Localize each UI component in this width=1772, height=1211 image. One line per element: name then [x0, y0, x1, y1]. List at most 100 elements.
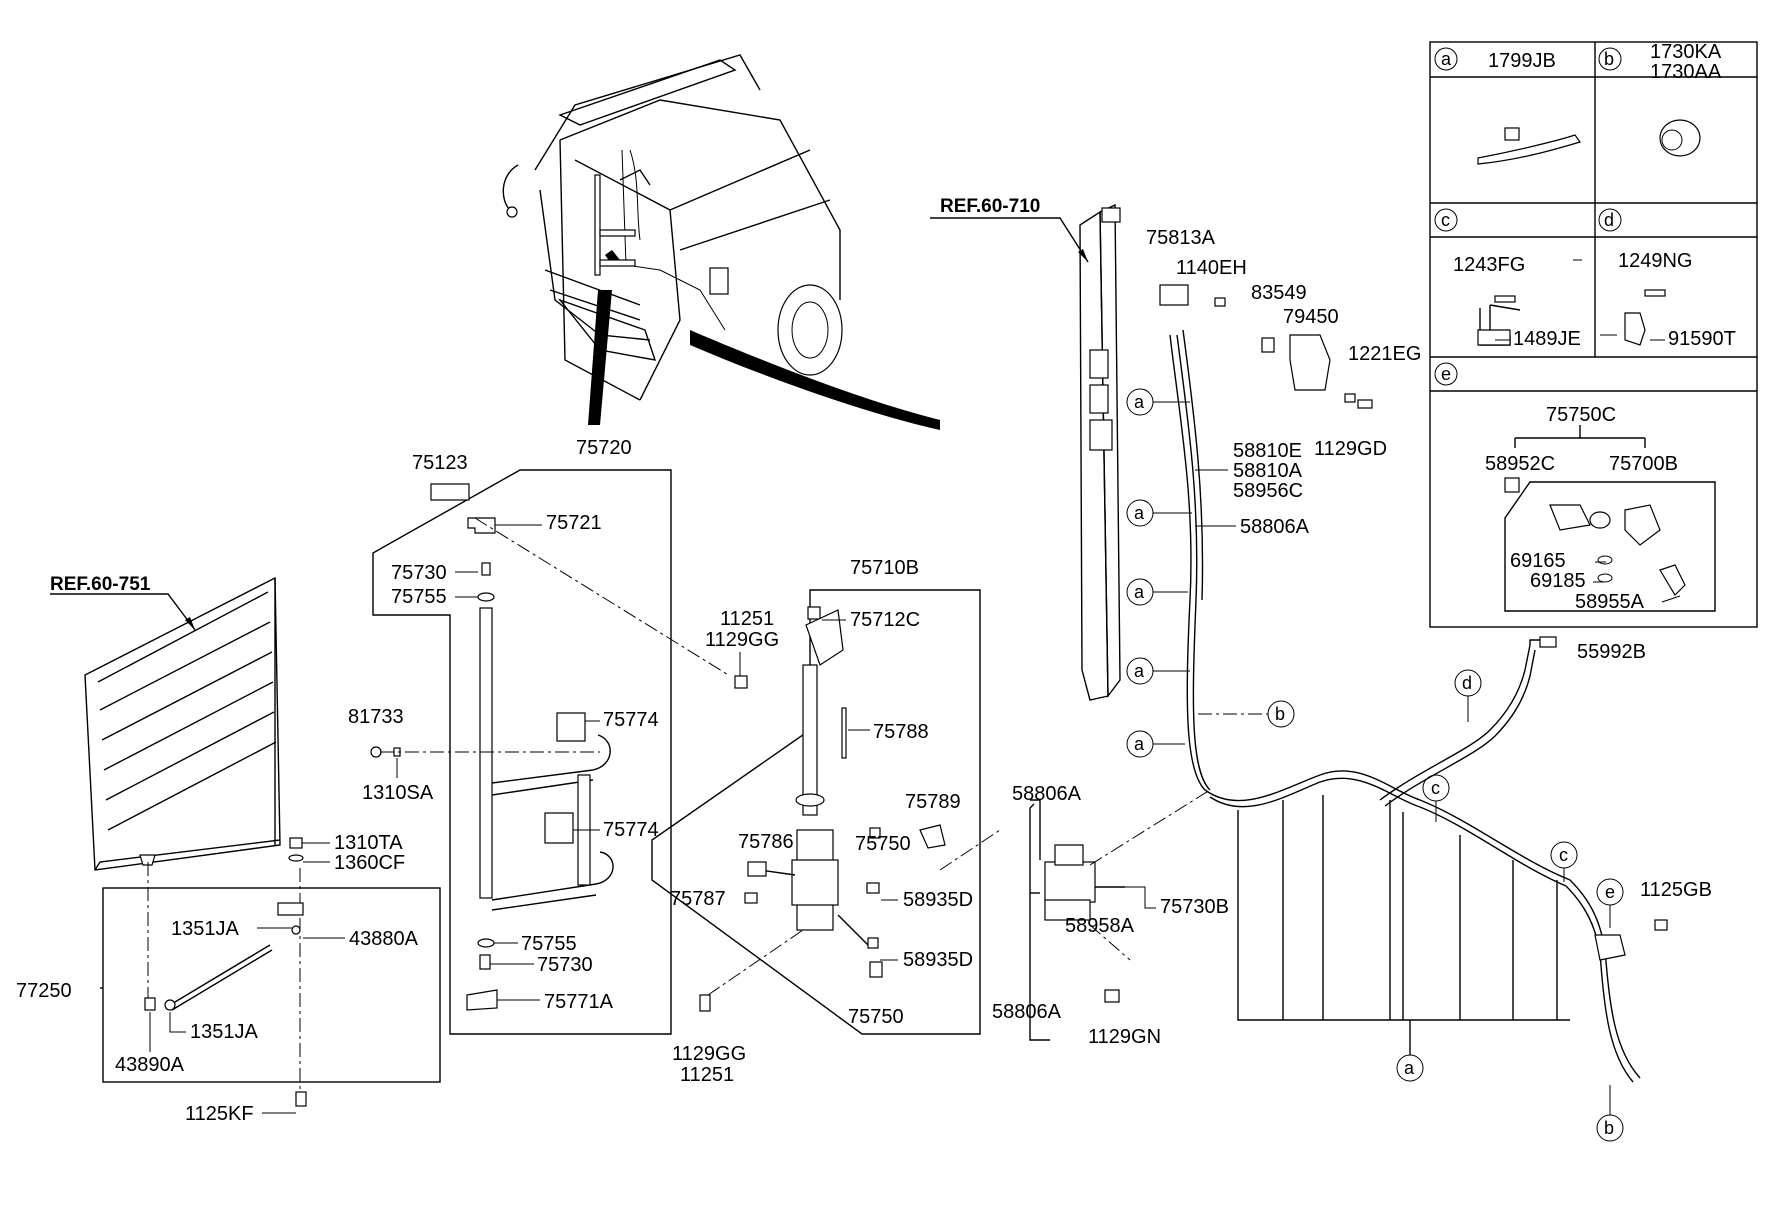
actuator-box — [651, 589, 981, 1035]
label-58806A-bottom: 58806A — [992, 1001, 1062, 1023]
label-75774-lower: 75774 — [603, 819, 659, 841]
ref-60-710: REF.60-710 — [940, 196, 1040, 217]
label-43880A: 43880A — [349, 928, 419, 950]
label-77250: 77250 — [16, 980, 72, 1002]
label-43890A: 43890A — [115, 1054, 185, 1076]
label-1310SA: 1310SA — [362, 782, 434, 804]
part-58955A: 58955A — [1575, 591, 1645, 613]
label-75730-bottom: 75730 — [537, 954, 593, 976]
ref-751-arrow — [185, 617, 195, 630]
label-75755-top: 75755 — [391, 586, 447, 608]
label-81733: 81733 — [348, 706, 404, 728]
part-58952C: 58952C — [1485, 453, 1555, 475]
part-1799JB: 1799JB — [1488, 50, 1556, 72]
label-79450: 79450 — [1283, 306, 1339, 328]
label-75771A: 75771A — [544, 991, 614, 1013]
label-1125GB: 1125GB — [1640, 879, 1712, 901]
label-75730-top: 75730 — [391, 562, 447, 584]
label-1140EH: 1140EH — [1176, 257, 1247, 279]
label-58810E: 58810E — [1233, 440, 1302, 462]
label-75712C: 75712C — [850, 609, 920, 631]
inset-leaders — [1495, 259, 1681, 603]
inset-labels: a 1799JB b 1730KA 1730AA c 1243FG 1489JE… — [1434, 41, 1736, 613]
leader-1351JA-bottom — [169, 1012, 186, 1033]
inset-circle-a — [1434, 47, 1458, 71]
inset-circle-b — [1598, 47, 1622, 71]
callout-a-6-text: a — [1404, 1058, 1415, 1078]
linkage-box — [100, 837, 441, 1107]
callout-b-1-text: b — [1275, 704, 1285, 724]
label-1310TA: 1310TA — [334, 832, 403, 854]
inset-letter-d: d — [1604, 210, 1614, 230]
label-11251-bottom: 11251 — [680, 1064, 734, 1086]
label-1360CF: 1360CF — [334, 852, 405, 874]
ref-710-leader — [930, 217, 1089, 263]
label-1129GG-top: 1129GG — [705, 629, 779, 651]
label-75750-lower: 75750 — [848, 1006, 904, 1028]
label-55992B: 55992B — [1577, 641, 1646, 663]
label-75813A: 75813A — [1146, 227, 1216, 249]
door-arm-box — [370, 469, 731, 1035]
label-11251-top: 11251 — [720, 608, 774, 630]
harness-lines — [1159, 284, 1668, 1083]
part-1730KA: 1730KA — [1650, 41, 1722, 63]
part-75750C: 75750C — [1546, 404, 1616, 426]
label-75730B: 75730B — [1160, 896, 1229, 918]
label-75710B: 75710B — [850, 557, 919, 579]
inset-letter-e: e — [1441, 364, 1451, 384]
label-75787: 75787 — [670, 888, 726, 910]
part-1730AA: 1730AA — [1650, 61, 1722, 83]
label-1351JA-top: 1351JA — [171, 918, 239, 940]
callout-e-text: e — [1605, 882, 1615, 902]
part-69185: 69185 — [1530, 570, 1586, 592]
callout-a-3-text: a — [1134, 582, 1145, 602]
leader-75730B — [1095, 886, 1156, 909]
callout-a-6 — [1396, 1054, 1424, 1082]
inset-table — [1429, 41, 1758, 628]
label-75720: 75720 — [576, 437, 632, 459]
pillar — [1079, 203, 1121, 701]
door-panel — [84, 576, 281, 871]
callout-a-5-text: a — [1134, 734, 1145, 754]
label-83549: 83549 — [1251, 282, 1307, 304]
label-1351JA-bottom: 1351JA — [190, 1021, 258, 1043]
label-75750-upper: 75750 — [855, 833, 911, 855]
label-1129GD: 1129GD — [1314, 438, 1387, 460]
callout-c-2-text: c — [1559, 845, 1568, 865]
callout-a-1-text: a — [1134, 392, 1145, 412]
label-75788: 75788 — [873, 721, 929, 743]
inset-circle-d — [1598, 208, 1622, 232]
inset-circle-c — [1434, 208, 1458, 232]
label-58935D-lower: 58935D — [903, 949, 973, 971]
label-75123: 75123 — [412, 452, 468, 474]
a-bracket — [1237, 795, 1570, 1055]
part-75700B: 75700B — [1609, 453, 1678, 475]
part-69165: 69165 — [1510, 550, 1566, 572]
callout-d-text: d — [1462, 673, 1472, 693]
label-75755-bottom: 75755 — [521, 933, 577, 955]
label-75786: 75786 — [738, 831, 794, 853]
ref-710-arrow — [1078, 249, 1088, 262]
label-58956C: 58956C — [1233, 480, 1303, 502]
callout-a-2-text: a — [1134, 503, 1145, 523]
inset-circle-e — [1434, 362, 1458, 386]
label-58958A: 58958A — [1065, 915, 1135, 937]
callout-a-4-text: a — [1134, 661, 1145, 681]
ref-751-leader — [50, 593, 196, 631]
inset-letter-c: c — [1441, 210, 1450, 230]
label-58935D-upper: 58935D — [903, 889, 973, 911]
part-labels: 75123 75720 75721 75730 75755 81733 1310… — [16, 227, 1712, 1125]
label-1129GN: 1129GN — [1088, 1026, 1161, 1048]
label-1129GG-bottom: 1129GG — [672, 1043, 746, 1065]
label-58810A: 58810A — [1233, 460, 1303, 482]
part-1249NG: 1249NG — [1618, 250, 1693, 272]
label-58806A-right: 58806A — [1240, 516, 1310, 538]
label-75721: 75721 — [546, 512, 602, 534]
callouts: a a a a a b d c c e a b — [1126, 388, 1624, 1142]
callout-a-leaders — [1153, 401, 1192, 745]
inset-letter-a: a — [1441, 49, 1452, 69]
label-75789: 75789 — [905, 791, 961, 813]
callout-b-2-text: b — [1604, 1118, 1614, 1138]
ref-60-751: REF.60-751 — [50, 574, 151, 595]
